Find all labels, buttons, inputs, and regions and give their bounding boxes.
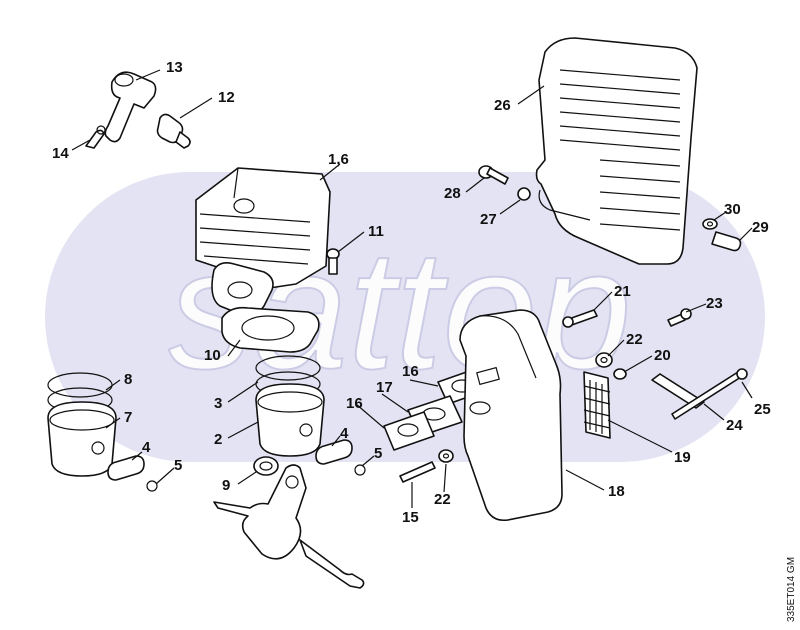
part-20-nut <box>613 368 627 380</box>
callout-5-left: 5 <box>174 457 182 474</box>
callout-1-6: 1,6 <box>328 151 349 168</box>
callout-19: 19 <box>674 449 691 466</box>
callout-28: 28 <box>444 185 461 202</box>
callout-7: 7 <box>124 409 132 426</box>
part-23-screw <box>667 308 692 327</box>
part-12-valve <box>156 113 191 149</box>
callout-17: 17 <box>376 379 393 396</box>
callout-8: 8 <box>124 371 132 388</box>
part-26-shroud <box>535 37 698 265</box>
callout-26: 26 <box>494 97 511 114</box>
callout-13: 13 <box>166 59 183 76</box>
callout-11: 11 <box>368 223 384 240</box>
callout-16-lower: 16 <box>346 395 363 412</box>
callout-25: 25 <box>754 401 771 418</box>
part-5-circlip-left <box>146 480 158 492</box>
callouts: 13 12 14 26 1,6 11 28 27 30 29 21 23 10 … <box>52 59 771 526</box>
shroud-slots <box>559 69 681 231</box>
callout-9: 9 <box>222 477 230 494</box>
part-25-bolt <box>671 368 748 420</box>
part-14-clip <box>85 125 106 149</box>
part-19-screen <box>583 371 611 439</box>
part-22-nut-lower <box>438 449 454 463</box>
callout-16-upper: 16 <box>402 363 419 380</box>
part-15-stud <box>399 461 436 483</box>
callout-18: 18 <box>608 483 625 500</box>
part-1-6-cylinder <box>195 167 331 316</box>
callout-14: 14 <box>52 145 69 162</box>
leader-lines <box>71 69 753 508</box>
part-13-fitting <box>104 71 157 143</box>
part-16-gasket-lower <box>383 411 435 451</box>
part-4-pin-left <box>107 455 145 481</box>
callout-22-upper: 22 <box>626 331 643 348</box>
part-11-screw <box>326 248 340 275</box>
part-21-screw <box>562 309 598 328</box>
callout-29: 29 <box>752 219 769 236</box>
callout-5-center: 5 <box>374 445 382 462</box>
crankshaft <box>213 464 365 589</box>
callout-10: 10 <box>204 347 221 364</box>
callout-4-center: 4 <box>340 425 349 442</box>
callout-20: 20 <box>654 347 671 364</box>
callout-21: 21 <box>614 283 631 300</box>
part-4-pin-center <box>315 439 353 465</box>
part-7-piston-left <box>47 401 117 477</box>
callout-27: 27 <box>480 211 497 228</box>
callout-30: 30 <box>724 201 741 218</box>
callout-3: 3 <box>214 395 222 412</box>
callout-22-lower: 22 <box>434 491 451 508</box>
part-28-screw <box>478 165 509 185</box>
part-24-plate <box>651 373 705 409</box>
part-2-piston-center <box>255 383 325 457</box>
callout-15: 15 <box>402 509 419 526</box>
callout-12: 12 <box>218 89 235 106</box>
callout-23: 23 <box>706 295 723 312</box>
part-30-washer <box>702 218 718 230</box>
callout-24: 24 <box>726 417 743 434</box>
part-29-screw <box>711 231 742 252</box>
part-10-gasket <box>221 306 320 353</box>
reference-code: 335ET014 GM <box>786 557 797 622</box>
part-22-washer-upper <box>595 352 613 368</box>
part-27-sleeve <box>517 187 531 201</box>
part-9-bearing <box>253 456 279 476</box>
part-5-circlip-center <box>354 464 366 476</box>
callout-2: 2 <box>214 431 222 448</box>
part-18-muffler <box>459 309 563 522</box>
callout-4-left: 4 <box>142 439 151 456</box>
